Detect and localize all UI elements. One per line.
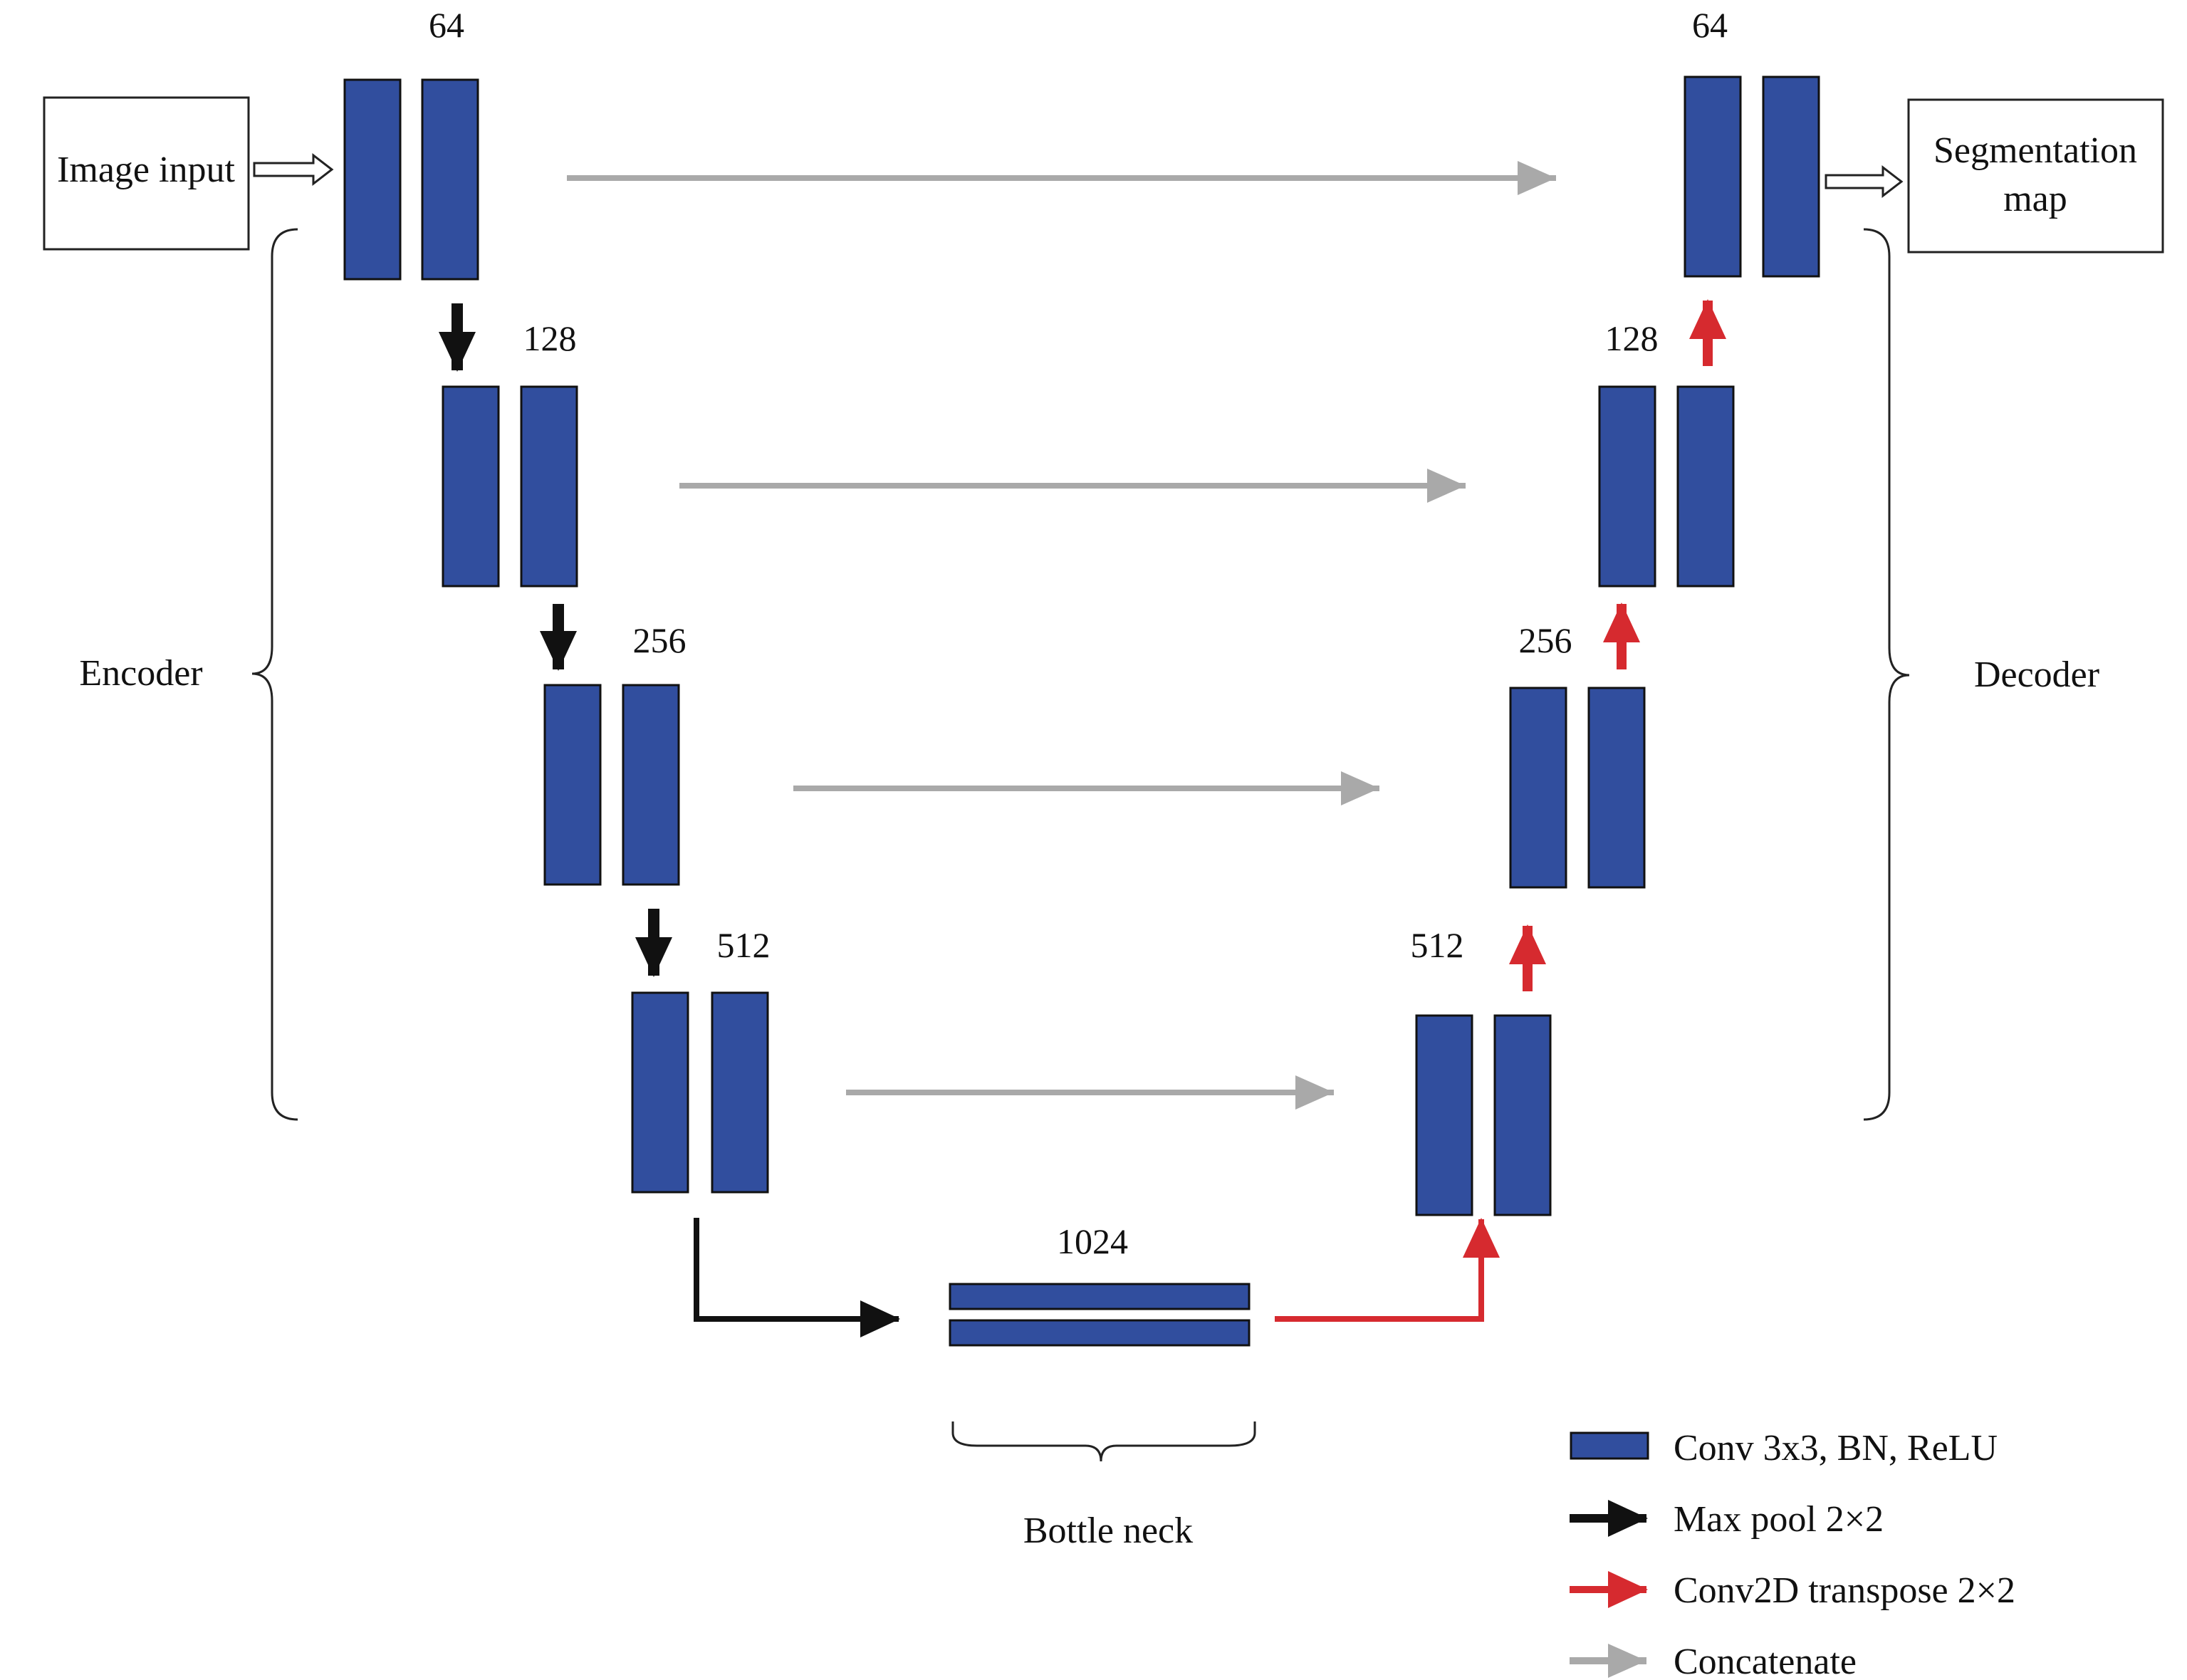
decoder-level-2-channels: 128 xyxy=(1605,318,1659,358)
encoder-level-1-channels: 64 xyxy=(429,5,464,45)
bottleneck-channels: 1024 xyxy=(1057,1221,1128,1261)
legend-label-concatenate: Concatenate xyxy=(1674,1642,1857,1680)
decoder-label: Decoder xyxy=(1974,654,2099,695)
legend-label-transpose: Conv2D transpose 2×2 xyxy=(1674,1570,2015,1611)
input-hollow-arrow-icon xyxy=(253,152,334,187)
decoder-level-4-block xyxy=(1415,1014,1552,1216)
transpose-arrow-bottleneck xyxy=(1275,1218,1500,1322)
bottleneck-block xyxy=(949,1283,1251,1347)
max-pool-arrow-4 xyxy=(694,1218,900,1337)
bottleneck-label: Bottle neck xyxy=(1023,1511,1193,1551)
decoder-brace xyxy=(1863,228,1910,1121)
decoder-level-1-channels: 64 xyxy=(1692,5,1728,45)
bottleneck-brace xyxy=(951,1421,1256,1462)
decoder-level-1-block xyxy=(1684,75,1820,278)
encoder-level-2-channels: 128 xyxy=(523,318,577,358)
image-input-box: Image input xyxy=(43,96,250,251)
segmentation-map-label-line2: map xyxy=(2003,179,2067,219)
encoder-level-1-block xyxy=(343,78,479,281)
image-input-label: Image input xyxy=(57,150,235,190)
blue-block-icon xyxy=(1570,1431,1649,1460)
encoder-level-3-block xyxy=(543,684,680,886)
legend: Conv 3x3, BN, ReLU Max pool 2×2 Conv2D t… xyxy=(1570,1428,2015,1680)
encoder-level-3-channels: 256 xyxy=(633,620,687,660)
legend-label-max-pool: Max pool 2×2 xyxy=(1674,1499,1884,1540)
segmentation-map-box: Segmentation map xyxy=(1907,98,2164,254)
decoder-level-2-block xyxy=(1598,385,1735,588)
decoder-level-3-block xyxy=(1509,687,1646,889)
output-hollow-arrow-icon xyxy=(1825,165,1904,199)
legend-label-conv: Conv 3x3, BN, ReLU xyxy=(1674,1428,1998,1468)
encoder-level-2-block xyxy=(442,385,578,588)
encoder-level-4-block xyxy=(631,991,769,1194)
decoder-level-4-channels: 512 xyxy=(1411,925,1464,965)
encoder-label: Encoder xyxy=(79,653,202,694)
encoder-level-4-channels: 512 xyxy=(717,925,771,965)
encoder-brace xyxy=(251,228,298,1121)
segmentation-map-label-line1: Segmentation xyxy=(1933,130,2137,171)
decoder-level-3-channels: 256 xyxy=(1519,620,1572,660)
